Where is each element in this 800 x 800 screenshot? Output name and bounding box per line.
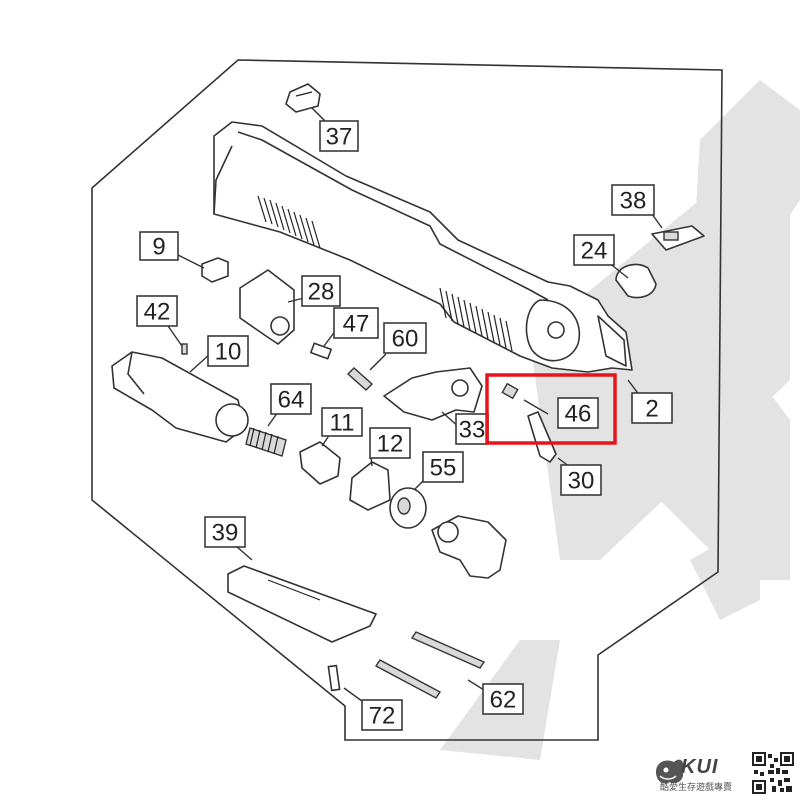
part-47-pin <box>310 342 332 360</box>
callout-label: 30 <box>568 468 595 495</box>
watermark-stripes <box>440 80 800 760</box>
part-24-cap <box>615 263 657 299</box>
callout-label: 10 <box>215 339 242 366</box>
callout-64: 64 <box>270 383 312 415</box>
callout-label: 12 <box>377 431 404 458</box>
callout-2: 2 <box>631 392 673 424</box>
callout-47: 47 <box>333 307 379 339</box>
slide-serrations-rear <box>439 287 513 352</box>
callout-39: 39 <box>204 516 246 548</box>
callout-62: 62 <box>482 683 524 715</box>
part-33-hammer <box>383 367 483 421</box>
part-10-barrel <box>111 351 249 443</box>
part-62-springs <box>374 631 486 699</box>
highlight-frame-part-46 <box>485 373 617 445</box>
callout-55: 55 <box>422 451 464 483</box>
part-37-rear-sight <box>285 83 321 113</box>
part-38-plate <box>651 225 705 251</box>
callout-10: 10 <box>207 335 249 367</box>
callout-37: 37 <box>319 120 359 152</box>
slide-serrations-front <box>257 195 321 249</box>
callout-label: 55 <box>430 455 457 482</box>
part-valve-assembly <box>431 515 507 579</box>
callout-label: 2 <box>645 396 658 423</box>
part-72-screw <box>327 664 341 692</box>
callout-42: 42 <box>136 295 178 327</box>
callout-11: 11 <box>321 407 363 437</box>
callout-12: 12 <box>369 427 411 459</box>
callout-label: 42 <box>144 299 171 326</box>
callout-label: 24 <box>581 238 608 265</box>
part-42-pin <box>181 343 188 355</box>
part-30-lever <box>527 411 557 463</box>
callout-30: 30 <box>560 464 602 496</box>
part-46-spring <box>501 382 519 400</box>
qr-code-icon <box>752 752 794 794</box>
koala-logo-icon <box>656 759 684 784</box>
callout-label: 47 <box>343 311 370 338</box>
brand-name: KUI <box>681 756 719 778</box>
leader-lines <box>167 107 663 705</box>
diagram-frame <box>91 59 723 741</box>
callout-9: 9 <box>139 231 179 261</box>
callout-33: 33 <box>455 413 489 445</box>
part-11-cylinder <box>299 441 341 485</box>
callout-label: 38 <box>620 188 647 215</box>
callout-label: 46 <box>565 401 592 428</box>
callout-72: 72 <box>361 699 403 731</box>
callout-label: 64 <box>278 387 305 414</box>
part-2-slide <box>213 121 633 373</box>
part-28-cover <box>239 269 295 345</box>
callout-label: 11 <box>330 410 355 437</box>
callout-label: 28 <box>308 279 335 306</box>
callout-label: 9 <box>152 234 165 261</box>
brand-tagline: 酷愛生存遊戲專賣 <box>660 783 733 793</box>
part-12-ring <box>349 461 391 511</box>
callout-38: 38 <box>611 184 655 216</box>
part-55-disc <box>389 487 427 529</box>
part-39-rail <box>227 565 377 643</box>
callout-label: 39 <box>212 520 239 547</box>
callout-label: 37 <box>326 124 353 151</box>
callout-label: 33 <box>459 417 486 444</box>
part-9-block <box>201 257 229 283</box>
callout-46: 46 <box>557 397 599 429</box>
part-60-spring <box>346 367 374 391</box>
callout-28: 28 <box>301 275 341 307</box>
callout-24: 24 <box>573 234 615 266</box>
callout-label: 62 <box>490 687 517 714</box>
callout-label: 60 <box>392 326 419 353</box>
part-64-spring <box>245 427 287 457</box>
callout-60: 60 <box>383 322 427 354</box>
callout-label: 72 <box>369 703 396 730</box>
